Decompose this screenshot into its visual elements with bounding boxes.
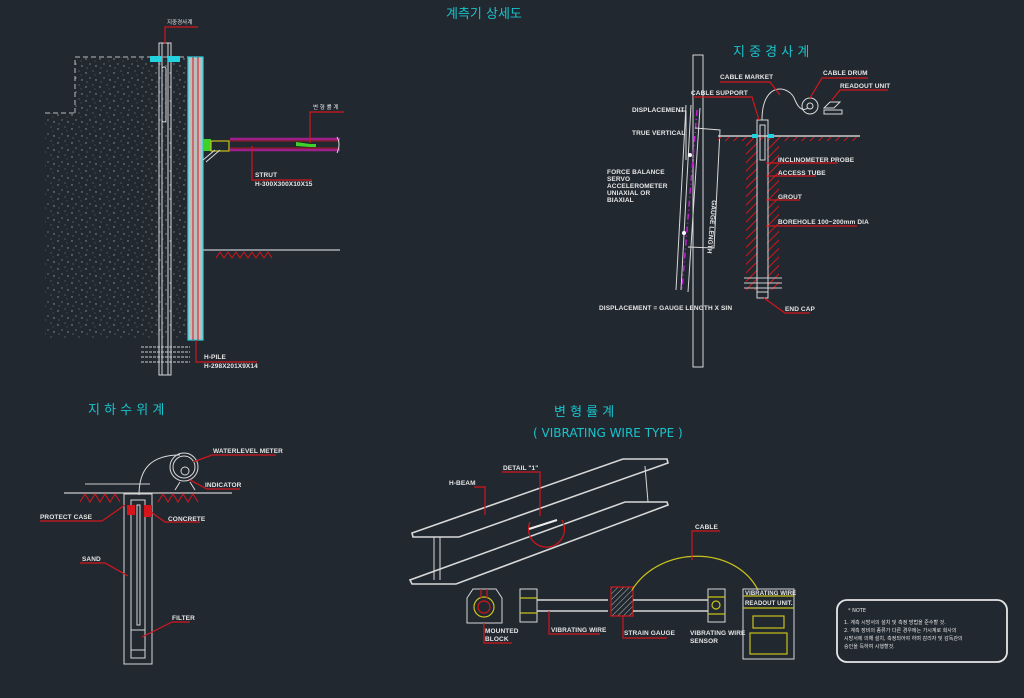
label-gauge-length: GAUGE LENGTH xyxy=(705,200,717,254)
label-load-cell: 변 형 률 계 xyxy=(313,103,339,111)
label-force-balance-1: FORCE BALANCE xyxy=(607,169,665,176)
label-displacement: DISPLACEMENT xyxy=(632,107,684,114)
label-cable: CABLE xyxy=(695,524,718,531)
vw-sensor xyxy=(707,588,726,623)
strain-gauge-on-strut xyxy=(296,142,316,147)
borehole xyxy=(123,493,153,665)
label-vw-sensor-1: VIBRATING WIRE xyxy=(690,630,746,637)
strain-gauge-title: 변 형 률 계 xyxy=(554,405,614,420)
label-readout-2: READOUT UNIT. xyxy=(745,601,793,607)
strain-gauge-body xyxy=(610,586,634,617)
label-force-balance-5: BIAXIAL xyxy=(607,197,634,204)
cable-drum xyxy=(801,97,819,115)
label-strut: STRUT xyxy=(255,172,277,179)
label-waterlevel-meter: WATERLEVEL METER xyxy=(213,448,283,455)
note-line-2: 2. 계측 장비의 종류가 다른 경우에는 가시계로 회사의 xyxy=(844,627,957,634)
jack xyxy=(210,140,230,152)
filter xyxy=(130,629,146,651)
label-force-balance-3: ACCELEROMETER xyxy=(607,183,668,190)
label-filter: FILTER xyxy=(172,615,195,622)
label-cable-drum: CABLE DRUM xyxy=(823,70,868,77)
note-line-4: 승인을 득하여 시행할것. xyxy=(844,643,895,650)
label-hpile: H-PILE xyxy=(204,354,226,361)
strain-gauge-detail: 변 형 률 계 ( VIBRATING WIRE TYPE ) H-BEAM D… xyxy=(408,405,796,660)
soil-mass xyxy=(45,57,188,338)
label-readout-1: VIBRATING WIRE xyxy=(745,591,796,597)
water-level-detail: 지 하 수 위 계 WATERLEVEL METER INDICATOR PRO… xyxy=(40,403,283,665)
label-force-balance-4: UNIAXIAL OR xyxy=(607,190,650,197)
label-mounted-block-1: MOUNTED xyxy=(485,628,519,635)
label-detail: DETAIL "1" xyxy=(503,465,538,472)
strain-gauge-subtitle: ( VIBRATING WIRE TYPE ) xyxy=(533,426,683,440)
inclinometer-probe xyxy=(759,124,766,161)
label-mounted-block-2: BLOCK xyxy=(485,636,509,643)
label-vibrating-wire: VIBRATING WIRE xyxy=(551,627,607,634)
label-sand: SAND xyxy=(82,556,101,563)
label-top-instrument: 지중경사계 xyxy=(167,18,192,26)
label-grout: GROUT xyxy=(778,194,802,201)
note-box: * NOTE 1. 계측 시방서의 설치 및 측정 방법을 준수할 것. 2. … xyxy=(836,599,1008,663)
mounted-block xyxy=(466,588,503,624)
inclinometer-detail: 지 중 경 사 계 GAUGE LENGTH CABLE MARKET CABL… xyxy=(599,45,890,368)
label-readout-unit: READOUT UNIT xyxy=(840,83,890,90)
readout-unit xyxy=(742,588,795,660)
label-vw-sensor-2: SENSOR xyxy=(690,638,718,645)
label-true-vertical: TRUE VERTICAL xyxy=(632,130,685,137)
label-formula: DISPLACEMENT = GAUGE LENGTH X SIN xyxy=(599,305,732,312)
note-line-1: 1. 계측 시방서의 설치 및 측정 방법을 준수할 것. xyxy=(844,619,946,626)
label-hpile-spec: H-298X201X9X14 xyxy=(204,363,258,370)
standpipe xyxy=(130,499,146,659)
label-strain-gauge: STRAIN GAUGE xyxy=(624,630,676,637)
label-strut-spec: H-300X300X10X15 xyxy=(255,181,313,188)
label-cable-market: CABLE MARKET xyxy=(720,74,773,81)
probe xyxy=(161,66,167,123)
label-cable-support: CABLE SUPPORT xyxy=(691,90,748,97)
water-level-reel xyxy=(169,452,199,482)
note-heading: * NOTE xyxy=(848,608,866,614)
wire-clamp xyxy=(519,588,538,623)
label-hbeam: H-BEAM xyxy=(449,480,476,487)
h-pile xyxy=(187,56,204,341)
label-borehole: BOREHOLE 100~200mm DIA xyxy=(778,219,869,226)
label-access-tube: ACCESS TUBE xyxy=(778,170,826,177)
readout-unit xyxy=(822,101,843,115)
page-title: 계측기 상세도 xyxy=(446,7,522,22)
label-indicator: INDICATOR xyxy=(205,482,242,489)
cable xyxy=(631,555,759,591)
label-concrete: CONCRETE xyxy=(168,516,206,523)
access-tube xyxy=(756,119,769,293)
note-line-3: 시방서에 의해 설치, 측정되어야 하며 감리자 및 감독관의 xyxy=(844,635,963,642)
label-force-balance-2: SERVO xyxy=(607,176,630,183)
h-beam xyxy=(411,458,669,538)
wall-section-detail: 지중경사계 변 형 률 계 STRUT H-300X300X10X15 H-PI… xyxy=(45,18,344,376)
label-protect-case: PROTECT CASE xyxy=(40,514,93,521)
label-end-cap: END CAP xyxy=(785,306,816,313)
label-inclinometer-probe: INCLINOMETER PROBE xyxy=(778,157,855,164)
water-level-title: 지 하 수 위 계 xyxy=(88,403,164,418)
inclinometer-title: 지 중 경 사 계 xyxy=(733,45,809,60)
